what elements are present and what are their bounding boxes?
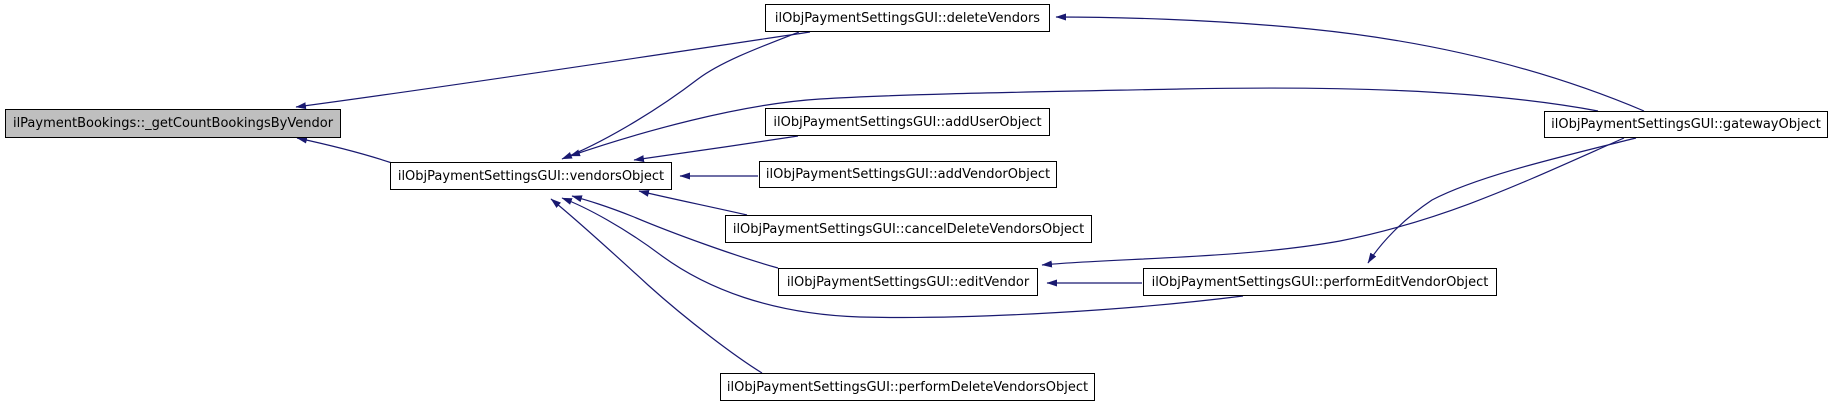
node-addUserObject[interactable]: ilObjPaymentSettingsGUI::addUserObject xyxy=(765,108,1050,136)
node-cancelDeleteVendorsObject[interactable]: ilObjPaymentSettingsGUI::cancelDeleteVen… xyxy=(725,215,1092,243)
edge-cancelDeleteVendorsObject-to-vendorsObject xyxy=(638,189,748,216)
node-getCountBookingsByVendor: ilPaymentBookings::_getCountBookingsByVe… xyxy=(5,109,341,138)
node-gatewayObject[interactable]: ilObjPaymentSettingsGUI::gatewayObject xyxy=(1544,111,1828,138)
node-deleteVendors[interactable]: ilObjPaymentSettingsGUI::deleteVendors xyxy=(765,4,1050,32)
edge-vendorsObject-to-getCountBookingsByVendor xyxy=(296,136,393,164)
edge-gatewayObject-to-performEditVendorObject xyxy=(1367,137,1637,264)
node-vendorsObject[interactable]: ilObjPaymentSettingsGUI::vendorsObject xyxy=(390,162,672,190)
edge-deleteVendors-to-getCountBookingsByVendor xyxy=(295,31,811,110)
node-performDeleteVendorsObject[interactable]: ilObjPaymentSettingsGUI::performDeleteVe… xyxy=(720,373,1095,401)
edge-gatewayObject-to-deleteVendors xyxy=(1055,13,1645,112)
edge-gatewayObject-to-vendorsObject xyxy=(569,87,1599,157)
edge-addUserObject-to-vendorsObject xyxy=(633,135,799,163)
edge-deleteVendors-to-vendorsObject xyxy=(561,31,800,160)
node-editVendor[interactable]: ilObjPaymentSettingsGUI::editVendor xyxy=(778,268,1038,296)
edge-editVendor-to-vendorsObject xyxy=(571,195,779,269)
edge-performDeleteVendorsObject-to-vendorsObject xyxy=(550,198,763,374)
edge-performEditVendorObject-to-vendorsObject xyxy=(561,197,1244,319)
node-performEditVendorObject[interactable]: ilObjPaymentSettingsGUI::performEditVend… xyxy=(1143,268,1497,296)
node-addVendorObject[interactable]: ilObjPaymentSettingsGUI::addVendorObject xyxy=(759,161,1057,188)
edge-gatewayObject-to-editVendor xyxy=(1041,137,1625,268)
